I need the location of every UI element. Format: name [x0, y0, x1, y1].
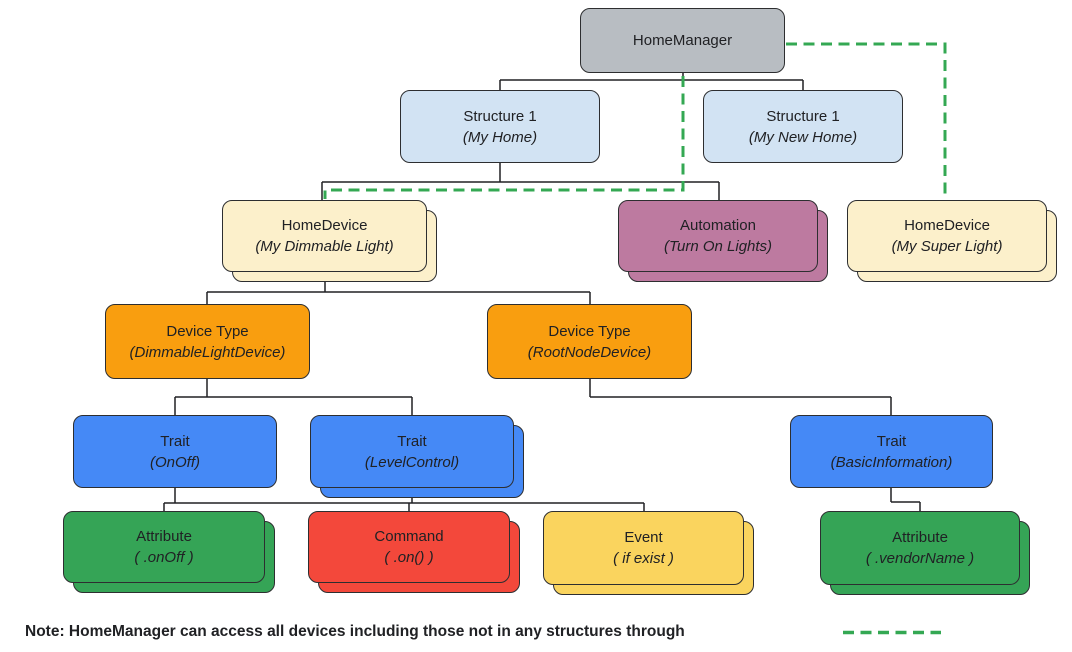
node-sublabel: (My New Home) [748, 128, 858, 146]
node-homedevice-my-dimmable-light: HomeDevice (My Dimmable Light) [222, 200, 437, 282]
node-label: Structure 1 [463, 107, 537, 125]
node-label: Structure 1 [766, 107, 840, 125]
node-devicetype-rootnodedevice: Device Type (RootNodeDevice) [487, 304, 692, 379]
node-trait-basicinformation: Trait (BasicInformation) [790, 415, 993, 488]
node-attribute-onoff: Attribute ( .onOff ) [63, 511, 275, 593]
node-homedevice-my-dimmable-light-face: HomeDevice (My Dimmable Light) [222, 200, 427, 272]
node-devicetype-dimmablelightdevice: Device Type (DimmableLightDevice) [105, 304, 310, 379]
node-sublabel: ( .on() ) [384, 549, 434, 566]
node-label: HomeDevice [904, 217, 990, 234]
node-event-if-exist-face: Event ( if exist ) [543, 511, 744, 585]
dashed-link-homemanager-to-dimmablelight [323, 76, 685, 199]
node-label: Trait [160, 432, 190, 450]
node-devicetype-rootnodedevice-face: Device Type (RootNodeDevice) [487, 304, 692, 379]
node-sublabel: (My Dimmable Light) [255, 238, 394, 255]
node-structure-my-new-home: Structure 1 (My New Home) [703, 90, 903, 163]
node-label: Device Type [548, 322, 631, 340]
node-trait-levelcontrol-face: Trait (LevelControl) [310, 415, 514, 488]
node-command-on: Command ( .on() ) [308, 511, 520, 593]
node-trait-onoff-face: Trait (OnOff) [73, 415, 277, 488]
node-sublabel: (OnOff) [149, 453, 200, 471]
node-label: Trait [397, 432, 427, 450]
node-homedevice-my-super-light: HomeDevice (My Super Light) [847, 200, 1057, 282]
node-sublabel: (RootNodeDevice) [527, 343, 652, 361]
node-event-if-exist: Event ( if exist ) [543, 511, 754, 595]
node-trait-levelcontrol: Trait (LevelControl) [310, 415, 524, 498]
node-label: Command [374, 528, 444, 545]
node-trait-onoff: Trait (OnOff) [73, 415, 277, 488]
node-attribute-onoff-face: Attribute ( .onOff ) [63, 511, 265, 583]
node-sublabel: (My Super Light) [891, 238, 1003, 255]
node-label: HomeDevice [281, 217, 368, 234]
node-homedevice-my-super-light-face: HomeDevice (My Super Light) [847, 200, 1047, 272]
node-sublabel: ( .vendorName ) [865, 550, 975, 567]
node-homemanager-face: HomeManager [580, 8, 785, 73]
note-text: Note: HomeManager can access all devices… [25, 623, 685, 640]
node-sublabel: ( if exist ) [613, 550, 674, 567]
node-sublabel: (Turn On Lights) [663, 238, 773, 255]
node-structure-my-new-home-face: Structure 1 (My New Home) [703, 90, 903, 163]
node-label: Trait [876, 432, 907, 450]
dashed-link-homemanager-to-superlight [786, 42, 947, 199]
node-attribute-vendorname-face: Attribute ( .vendorName ) [820, 511, 1020, 585]
node-homemanager: HomeManager [580, 8, 785, 73]
node-attribute-vendorname: Attribute ( .vendorName ) [820, 511, 1030, 595]
node-command-on-face: Command ( .on() ) [308, 511, 510, 583]
node-label: Automation [680, 217, 756, 234]
node-sublabel: (LevelControl) [364, 453, 460, 471]
node-automation-turn-on-lights: Automation (Turn On Lights) [618, 200, 828, 282]
node-structure-my-home-face: Structure 1 (My Home) [400, 90, 600, 163]
node-label: Event [624, 529, 663, 546]
node-label: HomeManager [632, 32, 733, 49]
node-label: Device Type [166, 322, 249, 340]
node-label: Attribute [136, 528, 192, 545]
node-structure-my-home: Structure 1 (My Home) [400, 90, 600, 163]
node-automation-turn-on-lights-face: Automation (Turn On Lights) [618, 200, 818, 272]
node-sublabel: (BasicInformation) [830, 453, 953, 471]
node-sublabel: (DimmableLightDevice) [129, 343, 286, 361]
node-sublabel: (My Home) [462, 128, 538, 146]
node-sublabel: ( .onOff ) [134, 549, 194, 566]
node-trait-basicinformation-face: Trait (BasicInformation) [790, 415, 993, 488]
node-devicetype-dimmablelightdevice-face: Device Type (DimmableLightDevice) [105, 304, 310, 379]
node-label: Attribute [892, 529, 948, 546]
